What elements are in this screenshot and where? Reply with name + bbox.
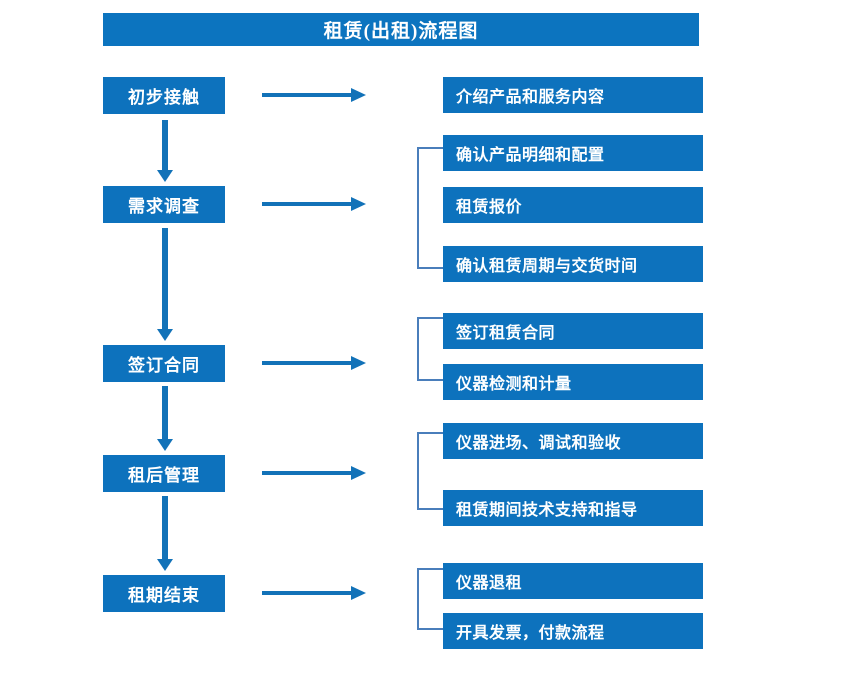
arrow-head-icon — [157, 559, 173, 571]
arrow-head-icon — [351, 88, 366, 102]
arrow-shaft — [262, 361, 353, 365]
arrow-head-icon — [351, 197, 366, 211]
vertical-arrow-4 — [157, 496, 173, 571]
detail-box-8[interactable]: 租赁期间技术支持和指导 — [443, 490, 703, 526]
detail-box-10[interactable]: 开具发票，付款流程 — [443, 613, 703, 649]
arrow-head-icon — [157, 329, 173, 341]
stage-box-5[interactable]: 租期结束 — [103, 575, 225, 612]
horizontal-arrow-2 — [262, 197, 366, 211]
arrow-head-icon — [351, 356, 366, 370]
horizontal-arrow-4 — [262, 466, 366, 480]
chart-title: 租赁(出租)流程图 — [103, 13, 699, 46]
arrow-head-icon — [157, 170, 173, 182]
detail-box-9[interactable]: 仪器退租 — [443, 563, 703, 599]
stage-box-2[interactable]: 需求调查 — [103, 186, 225, 223]
arrow-shaft — [162, 496, 168, 559]
detail-box-5[interactable]: 签订租赁合同 — [443, 313, 703, 349]
group-bracket-2 — [417, 317, 443, 381]
group-bracket-1 — [417, 147, 443, 269]
arrow-shaft — [262, 591, 353, 595]
horizontal-arrow-5 — [262, 586, 366, 600]
group-bracket-3 — [417, 432, 443, 510]
detail-box-7[interactable]: 仪器进场、调试和验收 — [443, 423, 703, 459]
vertical-arrow-2 — [157, 228, 173, 341]
horizontal-arrow-3 — [262, 356, 366, 370]
arrow-head-icon — [351, 586, 366, 600]
stage-box-1[interactable]: 初步接触 — [103, 77, 225, 114]
detail-box-2[interactable]: 确认产品明细和配置 — [443, 135, 703, 171]
vertical-arrow-1 — [157, 120, 173, 182]
arrow-shaft — [262, 471, 353, 475]
arrow-shaft — [162, 228, 168, 329]
horizontal-arrow-1 — [262, 88, 366, 102]
arrow-head-icon — [157, 439, 173, 451]
arrow-shaft — [162, 386, 168, 439]
arrow-shaft — [262, 202, 353, 206]
arrow-head-icon — [351, 466, 366, 480]
vertical-arrow-3 — [157, 386, 173, 451]
detail-box-6[interactable]: 仪器检测和计量 — [443, 364, 703, 400]
detail-box-1[interactable]: 介绍产品和服务内容 — [443, 77, 703, 113]
stage-box-4[interactable]: 租后管理 — [103, 455, 225, 492]
arrow-shaft — [162, 120, 168, 170]
arrow-shaft — [262, 93, 353, 97]
stage-box-3[interactable]: 签订合同 — [103, 345, 225, 382]
group-bracket-4 — [417, 568, 443, 630]
detail-box-4[interactable]: 确认租赁周期与交货时间 — [443, 246, 703, 282]
detail-box-3[interactable]: 租赁报价 — [443, 187, 703, 223]
